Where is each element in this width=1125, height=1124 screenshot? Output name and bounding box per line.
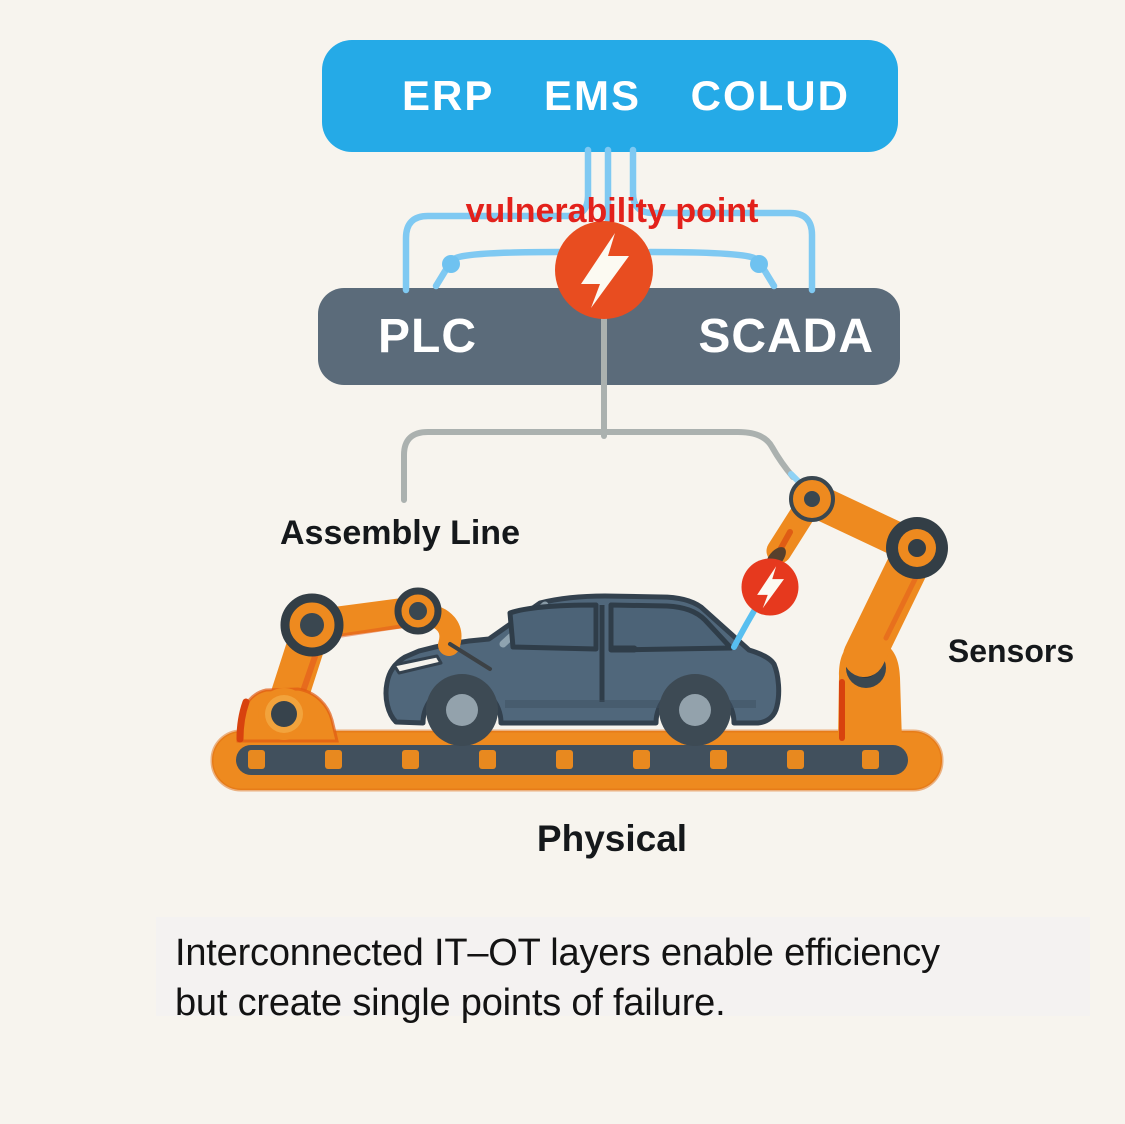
physical-label: Physical (536, 818, 688, 859)
ot-label-scada: SCADA (698, 310, 874, 363)
rear-window (608, 602, 734, 653)
it-label-erp: ERP (402, 72, 495, 119)
sensor-fault-badge (741, 558, 799, 616)
left-robot-arm (236, 587, 492, 743)
front-window (507, 602, 599, 652)
sensors-label: Sensors (947, 633, 1075, 669)
it-label-ems: EMS (544, 72, 642, 119)
caption-band: Interconnected IT–OT layers enable effic… (156, 917, 1090, 1024)
car-illustration (383, 593, 782, 746)
front-wheel (426, 674, 498, 746)
vulnerability-point-label: vulnerability point (465, 192, 759, 230)
conveyor-belt (210, 729, 944, 792)
caption-text: Interconnected IT–OT layers enable effic… (175, 928, 940, 1028)
ot-label-plc: PLC (378, 310, 477, 363)
rear-wheel (659, 674, 731, 746)
assembly-line-label: Assembly Line (280, 514, 520, 552)
conveyor-segments (248, 750, 879, 769)
lightning-icon (757, 566, 784, 609)
robot-base (838, 640, 902, 742)
it-layer-box: ERP EMS COLUD (322, 40, 898, 152)
sensor-wire (731, 608, 757, 650)
shoulder-joint (886, 517, 948, 579)
right-robot-arm (731, 476, 948, 742)
wrist-joint (394, 587, 442, 635)
headlight (392, 654, 443, 675)
top-joint (789, 476, 835, 522)
robot-base (236, 687, 339, 743)
ot-layer-box: PLC SCADA (318, 288, 900, 385)
caption-line-1: Interconnected IT–OT layers enable effic… (175, 932, 940, 974)
elbow-joint (280, 593, 344, 657)
weld-tool (448, 642, 492, 671)
caption-line-2: but create single points of failure. (175, 982, 726, 1024)
it-label-cloud: COLUD (690, 72, 850, 119)
